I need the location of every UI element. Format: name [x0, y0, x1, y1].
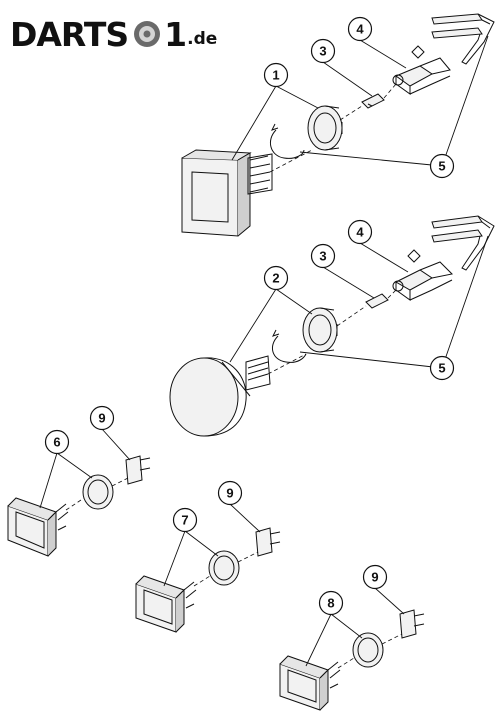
- dartboard-logo-icon: [134, 21, 161, 47]
- rect-button-part-6: [7, 497, 69, 557]
- lamp-holder-part-1: [392, 45, 451, 95]
- callout-3: 3: [310, 38, 336, 64]
- callout-4: 4: [347, 219, 373, 245]
- callout-5: 5: [429, 153, 455, 179]
- svg-text:4: 4: [356, 22, 364, 37]
- callout-4: 4: [347, 16, 373, 42]
- logo-text-prefix: DARTS: [10, 14, 129, 54]
- callout-5: 5: [429, 355, 455, 381]
- bulb-part-2: [365, 293, 389, 309]
- microswitch-part-8: [399, 609, 425, 639]
- callout-3: 3: [310, 243, 336, 269]
- lock-ring-part-6: [82, 474, 114, 510]
- svg-text:9: 9: [98, 411, 105, 426]
- assembly-axis-lines: [65, 83, 403, 669]
- svg-text:3: 3: [319, 249, 326, 264]
- svg-text:7: 7: [181, 513, 188, 528]
- lock-ring-part-7: [208, 550, 240, 586]
- microswitch-part-7: [255, 527, 281, 557]
- svg-text:9: 9: [371, 570, 378, 585]
- rect-button-part-7: [135, 575, 197, 633]
- callout-6: 6: [44, 429, 70, 455]
- callout-9: 9: [89, 405, 115, 431]
- svg-text:1: 1: [272, 68, 279, 83]
- svg-text:2: 2: [272, 271, 279, 286]
- svg-text:6: 6: [53, 435, 60, 450]
- microswitch-part-6: [125, 455, 151, 485]
- svg-text:4: 4: [356, 225, 364, 240]
- logo-text-suffix: .de: [187, 29, 218, 49]
- switch-mount-part-1: [431, 13, 495, 65]
- callout-1: 1: [263, 62, 289, 88]
- lock-ring-part-8: [352, 632, 384, 668]
- lamp-holder-part-2: [392, 249, 454, 301]
- logo-text-middle: 1: [164, 14, 187, 54]
- svg-text:5: 5: [438, 159, 445, 174]
- switch-mount-part-2: [431, 215, 495, 271]
- leader-lines: [39, 35, 489, 667]
- callouts: 1 3 4 5 2 3 4 5 6 9 7 9 8 9: [44, 16, 455, 616]
- svg-text:5: 5: [438, 361, 445, 376]
- rect-button-part-8: [279, 655, 341, 711]
- round-button-part: [169, 355, 271, 437]
- callout-2: 2: [263, 265, 289, 291]
- callout-9: 9: [217, 480, 243, 506]
- callout-7: 7: [172, 507, 198, 533]
- square-button-part: [181, 149, 273, 237]
- bulb-part-1: [361, 93, 385, 109]
- callout-8: 8: [318, 590, 344, 616]
- svg-text:8: 8: [327, 596, 334, 611]
- spring-part-2: [245, 355, 271, 391]
- svg-text:3: 3: [319, 44, 326, 59]
- site-logo: DARTS 1 .de: [10, 14, 217, 54]
- lock-nut-part-1: [307, 105, 343, 151]
- spring-part-1: [247, 153, 273, 195]
- circlip-part-2: [271, 329, 307, 363]
- lock-nut-part-2: [302, 307, 338, 353]
- circlip-part-1: [269, 123, 305, 159]
- callout-9: 9: [362, 564, 388, 590]
- svg-text:9: 9: [226, 486, 233, 501]
